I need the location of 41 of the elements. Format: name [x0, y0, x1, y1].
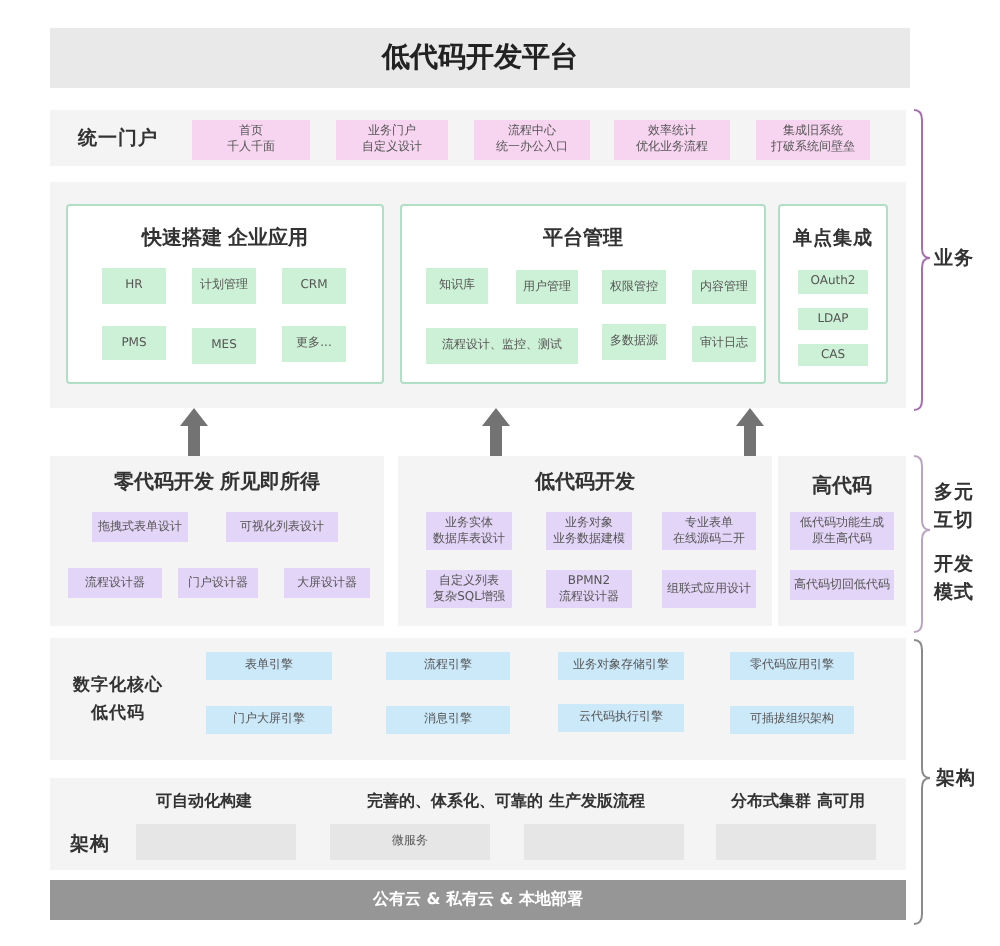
title-banner: 低代码开发平台 [50, 28, 910, 88]
feature-tile [756, 120, 870, 160]
column-heading: 分布式集群 高可用 [731, 790, 865, 812]
brace-label: 开发模式 [934, 552, 976, 608]
arrow [180, 408, 208, 456]
feature-tile [192, 120, 310, 160]
feature-tile [474, 120, 590, 160]
brace-label: 多元互切 [934, 480, 976, 536]
section-band [50, 182, 906, 408]
feature-tile [426, 570, 512, 608]
section-heading: 零代码开发 所见即所得 [113, 469, 321, 496]
feature-tile [426, 512, 512, 550]
section-heading: 快速搭建 企业应用 [141, 224, 309, 252]
column-heading: 可自动化构建 [156, 790, 252, 812]
module-panel [398, 456, 772, 626]
feature-tile [614, 120, 730, 160]
brace-label: 业务 [934, 246, 976, 274]
feature-tile [546, 570, 632, 608]
section-band [50, 778, 906, 870]
section-heading: 高代码 [812, 472, 872, 500]
section-heading: 架构 [70, 832, 110, 858]
feature-tile [546, 512, 632, 550]
section-heading: 单点集成 [793, 226, 873, 252]
feature-tile [662, 512, 756, 550]
module-panel [66, 204, 384, 384]
module-panel [778, 456, 906, 626]
module-panel [778, 204, 888, 384]
module-panel [400, 204, 766, 384]
deployment-bar: 公有云 & 私有云 & 本地部署 [50, 880, 906, 920]
feature-tile [336, 120, 448, 160]
section-band [50, 638, 906, 760]
section-heading: 统一门户 [78, 126, 158, 152]
column-heading: 完善的、体系化、可靠的 生产发版流程 [367, 790, 645, 812]
arrow [736, 408, 764, 456]
section-band [50, 110, 906, 166]
section-heading: 数字化核心低代码 [71, 673, 165, 729]
brace-label: 架构 [936, 766, 978, 794]
section-heading: 平台管理 [543, 225, 623, 252]
arrow [482, 408, 510, 456]
section-heading: 低代码开发 [535, 469, 635, 496]
module-panel [50, 456, 384, 626]
